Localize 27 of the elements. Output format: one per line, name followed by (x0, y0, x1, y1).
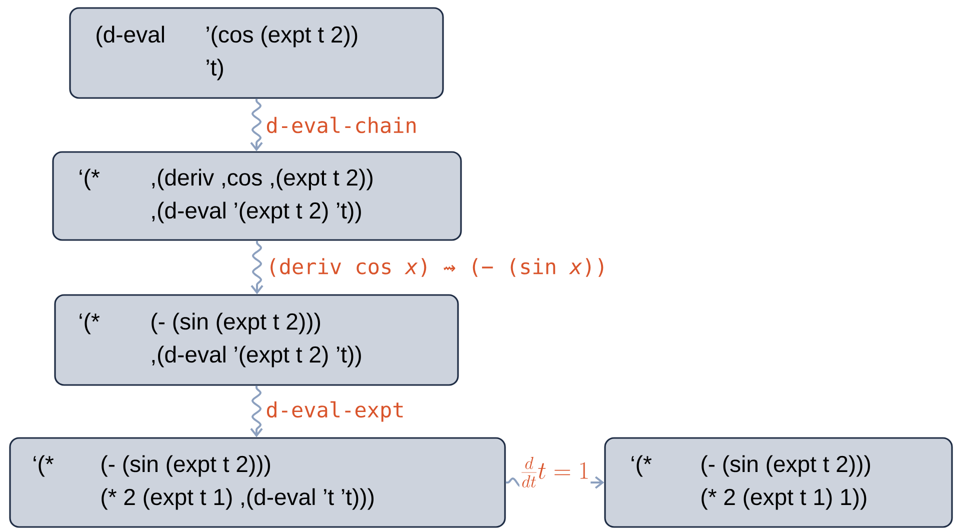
code-box (52, 151, 462, 241)
code-text: ,(d-eval ’(expt t 2) ’t)) (152, 202, 361, 224)
edge-label: d-eval-chain (264, 116, 418, 134)
edge-label: $\frac{d}{dt}t = 1$ (519, 456, 591, 488)
wavy-arrow (250, 386, 263, 438)
code-text: ’(cos (expt t 2)) (206, 26, 358, 48)
wavy-arrow (250, 98, 263, 152)
edge-label: (deriv cos x) ⇝ (− (sin x)) (265, 257, 609, 278)
code-text: ‘(* (34, 455, 54, 477)
code-text: (- (sin (expt t 2))) (102, 455, 270, 477)
code-box (54, 294, 459, 386)
code-text: (- (sin (expt t 2))) (702, 455, 870, 477)
code-text: ,(deriv ,cos ,(expt t 2)) (152, 168, 372, 190)
wavy-arrow (250, 240, 264, 294)
code-box (69, 7, 444, 99)
code-text: ‘(* (80, 168, 100, 190)
code-text: ,(d-eval ’(expt t 2) ’t)) (152, 346, 361, 368)
code-text: (* 2 (expt t 1) ,(d-eval ’t ’t))) (102, 488, 374, 510)
code-box (9, 437, 506, 528)
code-text: ‘(* (80, 312, 100, 334)
edge-label: d-eval-expt (264, 400, 406, 423)
code-text: ’t) (206, 58, 223, 80)
code-text: ‘(* (632, 455, 652, 477)
code-text: (d-eval (96, 26, 164, 48)
code-box (604, 437, 953, 528)
code-text: (- (sin (expt t 2))) (152, 312, 320, 334)
code-text: (* 2 (expt t 1) 1)) (702, 488, 866, 510)
